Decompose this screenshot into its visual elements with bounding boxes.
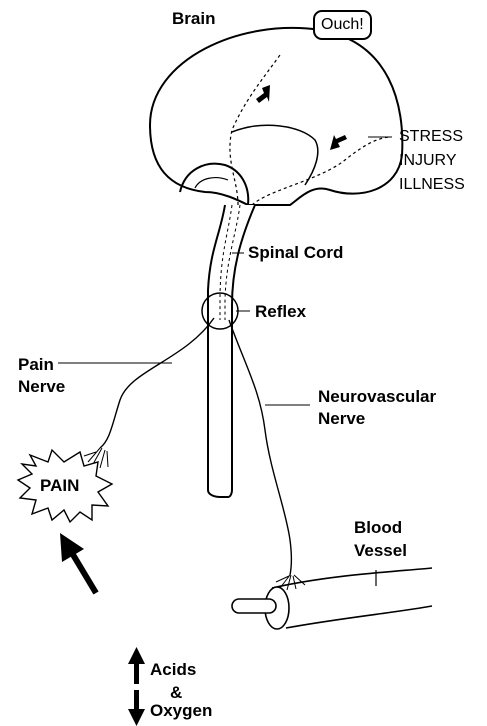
- neurovascular-label-line2: Nerve: [318, 409, 365, 429]
- illness-label: ILLNESS: [399, 175, 465, 194]
- oxygen-down-arrow: [128, 709, 145, 726]
- vessel-core: [232, 599, 276, 613]
- brain-outline: [150, 28, 402, 205]
- reflex-label: Reflex: [255, 302, 306, 322]
- blood-vessel-label-line1: Blood: [354, 518, 402, 538]
- injury-label: INJURY: [399, 151, 457, 170]
- neurovascular-label-line1: Neurovascular: [318, 387, 436, 407]
- stress-label: STRESS: [399, 127, 463, 146]
- pain-nerve-label-line1: Pain: [18, 355, 54, 375]
- spinal-cord-label: Spinal Cord: [248, 243, 343, 263]
- neurovascular-nerve: [229, 320, 292, 575]
- brain-label: Brain: [172, 9, 215, 29]
- pain-nerve: [100, 318, 214, 448]
- pain-label: PAIN: [40, 476, 79, 496]
- acids-label: Acids: [150, 660, 196, 680]
- ouch-speech-bubble: Ouch!: [313, 10, 372, 40]
- pain-arrow-shaft: [72, 553, 96, 593]
- oxygen-label: Oxygen: [150, 701, 212, 721]
- acids-up-arrow: [128, 647, 145, 664]
- blood-vessel-label-line2: Vessel: [354, 541, 407, 561]
- pain-nerve-label-line2: Nerve: [18, 377, 65, 397]
- ampersand-label: &: [170, 683, 182, 703]
